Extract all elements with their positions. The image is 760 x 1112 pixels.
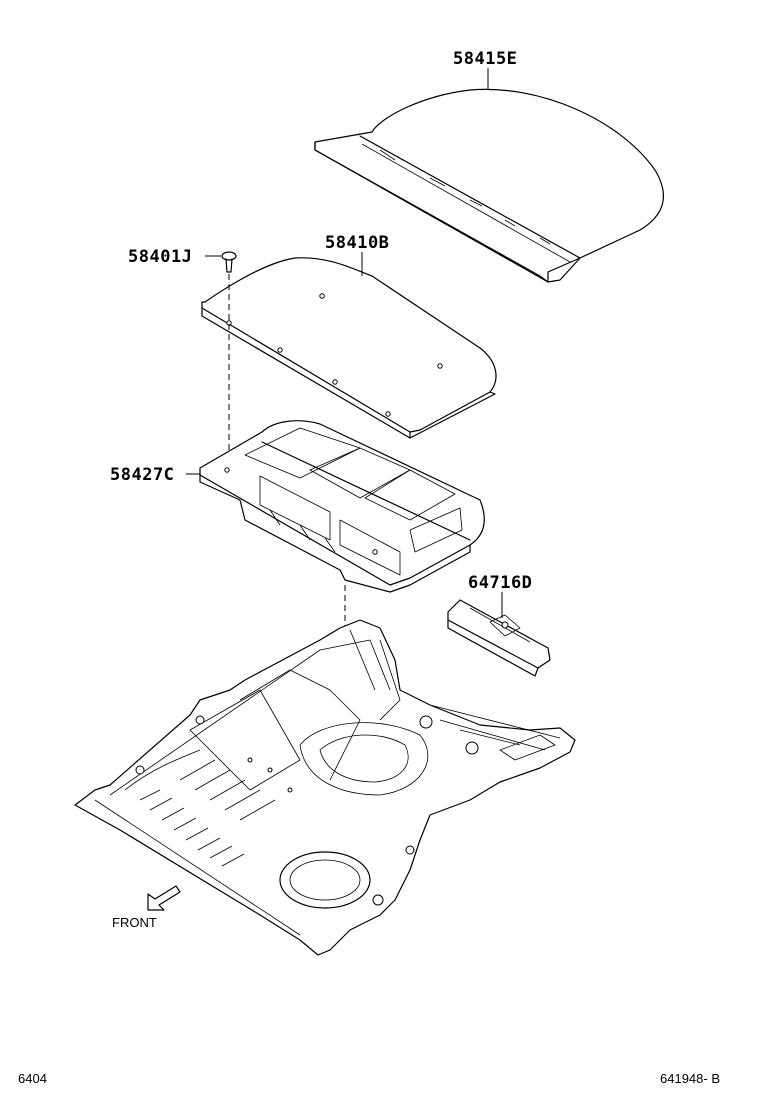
front-label: FRONT bbox=[112, 915, 157, 930]
label-part-58427C: 58427C bbox=[110, 465, 174, 485]
page-ref-left: 6404 bbox=[18, 1071, 47, 1086]
page-ref-right: 641948- B bbox=[660, 1071, 720, 1086]
label-part-58415E: 58415E bbox=[453, 49, 517, 69]
part-64716D-bracket[interactable] bbox=[447, 599, 551, 677]
part-58415E-deck-board[interactable] bbox=[314, 88, 664, 283]
label-part-64716D: 64716D bbox=[468, 573, 532, 593]
label-part-58410B: 58410B bbox=[325, 233, 389, 253]
label-part-58401J: 58401J bbox=[128, 247, 192, 267]
front-arrow-icon bbox=[147, 885, 181, 911]
part-58401J-clip[interactable] bbox=[221, 251, 237, 273]
part-58427C-storage-tray[interactable] bbox=[199, 420, 485, 593]
part-58410B-floor-board[interactable] bbox=[201, 257, 497, 439]
rear-floor-pan bbox=[74, 619, 576, 956]
